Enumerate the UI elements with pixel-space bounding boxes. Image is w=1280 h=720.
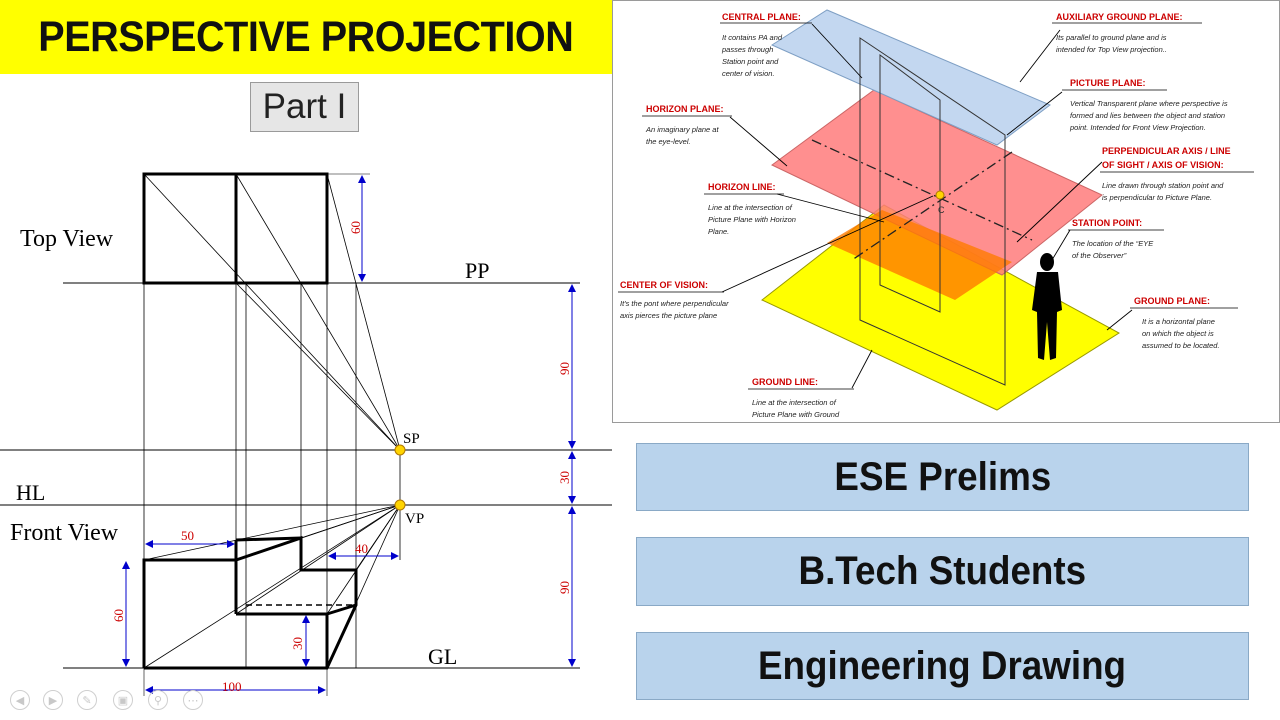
central-plane xyxy=(879,54,941,313)
callout-central-plane: CENTRAL PLANE: It contains PA and passes… xyxy=(720,12,812,78)
dim-50: 50 xyxy=(181,528,194,543)
dimensions xyxy=(122,173,576,694)
svg-text:PICTURE PLANE:: PICTURE PLANE: xyxy=(1070,78,1146,88)
svg-text:point. Intended for Front View: point. Intended for Front View Projectio… xyxy=(1069,123,1206,132)
svg-text:STATION POINT:: STATION POINT: xyxy=(1072,218,1142,228)
tag-engineering-drawing: Engineering Drawing xyxy=(636,632,1249,700)
callout-center-of-vision: CENTER OF VISION: It's the pont where pe… xyxy=(618,280,729,320)
svg-text:An imaginary plane at: An imaginary plane at xyxy=(645,125,719,134)
tag-ese-prelims: ESE Prelims xyxy=(636,443,1249,511)
dim-30-step: 30 xyxy=(290,637,305,650)
svg-text:passes through: passes through xyxy=(721,45,773,54)
dim-100: 100 xyxy=(222,679,242,694)
svg-text:GROUND PLANE:: GROUND PLANE: xyxy=(1134,296,1210,306)
svg-text:The location of the “EYE: The location of the “EYE xyxy=(1072,239,1154,248)
svg-text:Station point and: Station point and xyxy=(722,57,779,66)
visual-rays-front xyxy=(143,504,401,669)
auxiliary-ground-plane xyxy=(770,9,1051,146)
svg-text:PERPENDICULAR AXIS / LINE: PERPENDICULAR AXIS / LINE xyxy=(1102,146,1231,156)
svg-text:Line drawn through station poi: Line drawn through station point and xyxy=(1102,181,1224,190)
svg-text:CENTER OF VISION:: CENTER OF VISION: xyxy=(620,280,708,290)
dim-30: 30 xyxy=(557,471,572,484)
svg-text:CENTRAL PLANE:: CENTRAL PLANE: xyxy=(722,12,801,22)
svg-text:on which the object is: on which the object is xyxy=(1142,329,1214,338)
callout-auxiliary-ground-plane: AUXILIARY GROUND PLANE: Its parallel to … xyxy=(1052,12,1202,54)
gl-label: GL xyxy=(428,644,457,669)
svg-text:Plane.: Plane. xyxy=(708,227,729,236)
dim-60-top: 60 xyxy=(348,221,363,234)
center-of-vision-point xyxy=(935,190,945,200)
pp-label: PP xyxy=(465,258,489,283)
svg-text:Line at the intersection of: Line at the intersection of xyxy=(752,398,837,407)
svg-text:It's the pont where perpendicu: It's the pont where perpendicular xyxy=(620,299,729,308)
svg-text:HORIZON PLANE:: HORIZON PLANE: xyxy=(646,104,724,114)
zoom-icon[interactable]: ⚲ xyxy=(148,690,168,710)
front-view-object xyxy=(142,535,358,670)
c-label: C xyxy=(938,205,945,215)
dim-60-front: 60 xyxy=(111,609,126,622)
callout-perpendicular-axis: PERPENDICULAR AXIS / LINE OF SIGHT / AXI… xyxy=(1100,146,1254,202)
tag-btech-students: B.Tech Students xyxy=(636,537,1249,606)
observer-figure xyxy=(1032,253,1062,360)
callout-ground-line: GROUND LINE: Line at the intersection of… xyxy=(748,377,854,419)
vp-label: VP xyxy=(405,511,424,527)
svg-text:the eye-level.: the eye-level. xyxy=(646,137,691,146)
svg-text:Picture Plane with Horizon: Picture Plane with Horizon xyxy=(708,215,796,224)
visual-rays-top xyxy=(143,173,401,451)
svg-text:axis pierces the picture plane: axis pierces the picture plane xyxy=(620,311,717,320)
svg-text:Vertical Transparent plane whe: Vertical Transparent plane where perspec… xyxy=(1070,99,1228,108)
projectors xyxy=(143,283,401,668)
title-banner: PERSPECTIVE PROJECTION xyxy=(0,0,612,74)
picture-plane xyxy=(859,37,1006,386)
callout-horizon-plane: HORIZON PLANE: An imaginary plane at the… xyxy=(642,104,732,146)
page-title: PERSPECTIVE PROJECTION xyxy=(38,12,574,61)
callout-station-point: STATION POINT: The location of the “EYE … xyxy=(1068,218,1164,260)
svg-text:HORIZON LINE:: HORIZON LINE: xyxy=(708,182,776,192)
dim-90-lower: 90 xyxy=(557,581,572,594)
callout-picture-plane: PICTURE PLANE: Vertical Transparent plan… xyxy=(1062,78,1228,132)
hl-label: HL xyxy=(16,480,45,505)
prev-icon[interactable]: ◀ xyxy=(10,690,30,710)
svg-text:intended for Top View projecti: intended for Top View projection.. xyxy=(1056,45,1167,54)
top-view-label: Top View xyxy=(20,226,114,252)
pen-icon[interactable]: ✎ xyxy=(77,690,97,710)
horizon-line xyxy=(811,139,1033,241)
svg-text:Picture Plane with Ground: Picture Plane with Ground xyxy=(752,410,840,419)
svg-text:Line at the intersection of: Line at the intersection of xyxy=(708,203,793,212)
svg-text:It contains PA and: It contains PA and xyxy=(722,33,783,42)
svg-text:center of vision.: center of vision. xyxy=(722,69,775,78)
svg-text:OF SIGHT / AXIS OF VISION:: OF SIGHT / AXIS OF VISION: xyxy=(1102,160,1224,170)
svg-text:formed and lies between the ob: formed and lies between the object and s… xyxy=(1070,111,1225,120)
perspective-drawing: Top View Front View PP HL GL SP VP 60 90… xyxy=(0,172,612,696)
callout-horizon-line: HORIZON LINE: Line at the intersection o… xyxy=(704,182,796,236)
more-icon[interactable]: ⋯ xyxy=(183,690,203,710)
svg-text:of the Observer”: of the Observer” xyxy=(1072,251,1127,260)
next-icon[interactable]: ▶ xyxy=(43,690,63,710)
horizon-strip xyxy=(827,210,1012,300)
planes-diagram: C CENTRAL PLANE: It contains PA and pass… xyxy=(612,0,1280,423)
part-label: Part I xyxy=(250,82,359,132)
svg-text:AUXILIARY GROUND PLANE:: AUXILIARY GROUND PLANE: xyxy=(1056,12,1183,22)
svg-text:Its parallel to ground plane a: Its parallel to ground plane and is xyxy=(1056,33,1167,42)
perpendicular-axis xyxy=(851,151,1013,261)
dim-90-upper: 90 xyxy=(557,362,572,375)
svg-text:It is a horizontal plane: It is a horizontal plane xyxy=(1142,317,1215,326)
dim-40: 40 xyxy=(355,541,368,556)
svg-text:is perpendicular to Picture Pl: is perpendicular to Picture Plane. xyxy=(1102,193,1212,202)
sp-label: SP xyxy=(403,431,420,447)
svg-text:assumed to be located.: assumed to be located. xyxy=(1142,341,1220,350)
vp-point xyxy=(394,499,406,511)
callout-ground-plane: GROUND PLANE: It is a horizontal plane o… xyxy=(1130,296,1238,350)
sp-point xyxy=(394,444,406,456)
svg-text:GROUND LINE:: GROUND LINE: xyxy=(752,377,818,387)
slides-icon[interactable]: ▣ xyxy=(113,690,133,710)
front-view-label: Front View xyxy=(10,520,119,546)
